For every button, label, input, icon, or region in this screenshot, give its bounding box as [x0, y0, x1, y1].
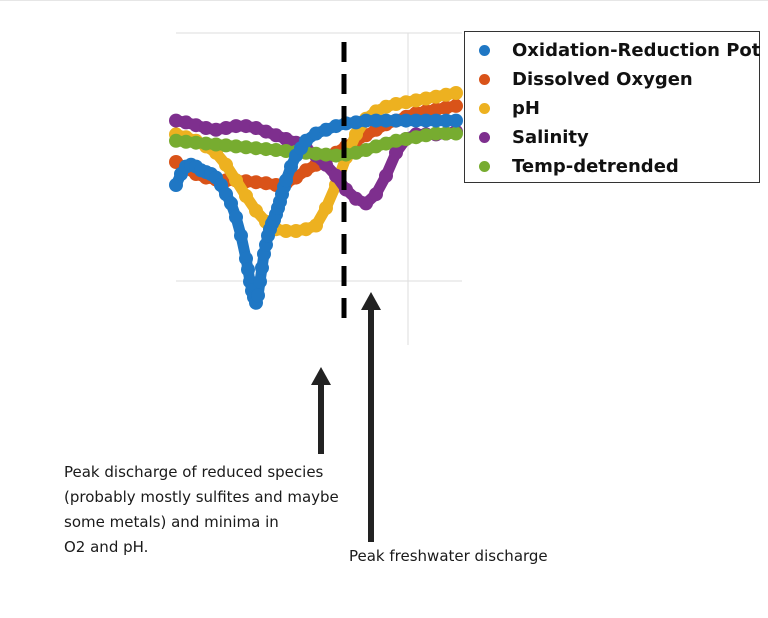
legend-marker-oxidation-reduction	[479, 44, 490, 56]
data-point-temp-detrended	[449, 126, 463, 141]
data-point-salinity	[329, 168, 343, 183]
data-point-temp-detrended	[189, 135, 203, 150]
data-point-oxidation-reduction-pot	[439, 113, 453, 128]
data-point-dissolved-oxygen	[449, 98, 463, 113]
data-point-oxidation-reduction-pot	[169, 178, 183, 192]
legend-marker-salinity	[479, 131, 490, 143]
data-point-temp-detrended	[179, 134, 193, 149]
grid-lines	[176, 32, 462, 345]
legend-label-dissolved-oxygen: Dissolved Oxygen	[512, 68, 693, 90]
legend-item-ph: pH	[479, 94, 540, 122]
data-point-oxidation-reduction-pot	[399, 113, 413, 128]
annotation-1-line-1: Peak discharge of reduced species	[64, 463, 324, 481]
legend-label-temp-detrended: Temp-detrended	[512, 155, 679, 177]
data-point-ph	[239, 189, 253, 203]
data-point-temp-detrended	[239, 140, 253, 155]
legend-label-ph: pH	[512, 97, 540, 119]
data-point-ph	[449, 86, 463, 100]
data-point-oxidation-reduction-pot	[229, 210, 243, 225]
data-point-oxidation-reduction-pot	[419, 113, 433, 128]
annotation-reduced-species: Peak discharge of reduced species (proba…	[64, 460, 374, 560]
data-point-oxidation-reduction-pot	[299, 133, 313, 148]
data-point-ph	[349, 127, 363, 142]
data-point-salinity	[319, 157, 333, 172]
data-point-ph	[229, 173, 243, 188]
legend-item-temp-detrended: Temp-detrended	[479, 152, 679, 180]
legend-item-salinity: Salinity	[479, 123, 589, 151]
legend-marker-temp-detrended	[479, 160, 490, 172]
arrow-freshwater	[361, 292, 381, 542]
legend: Oxidation-Reduction Pot Dissolved Oxygen…	[464, 31, 760, 183]
data-point-temp-detrended	[209, 137, 223, 152]
arrow-freshwater-head	[361, 292, 381, 310]
data-point-ph	[279, 224, 293, 238]
data-point-temp-detrended	[439, 126, 453, 141]
data-point-ph	[309, 218, 323, 233]
data-point-salinity	[389, 145, 403, 160]
data-point-salinity	[229, 119, 243, 134]
data-point-oxidation-reduction-pot	[253, 274, 267, 289]
data-point-oxidation-reduction-pot	[239, 251, 253, 266]
data-point-temp-detrended	[259, 142, 273, 157]
data-point-oxidation-reduction-pot	[279, 173, 293, 188]
data-point-ph	[319, 201, 333, 215]
annotation-1-line-3: some metals) and minima in	[64, 513, 279, 531]
arrow-reduced-species-head	[311, 367, 331, 385]
data-point-temp-detrended	[429, 126, 443, 141]
data-point-temp-detrended	[249, 141, 263, 156]
series-temp-detrended	[169, 126, 463, 163]
data-point-oxidation-reduction-pot	[251, 288, 265, 303]
data-point-oxidation-reduction-pot	[359, 113, 373, 128]
data-point-oxidation-reduction-pot	[389, 113, 403, 128]
series-layer	[169, 86, 463, 310]
data-point-oxidation-reduction-pot	[224, 196, 238, 211]
legend-item-oxidation-reduction: Oxidation-Reduction Pot	[479, 36, 760, 64]
data-point-oxidation-reduction-pot	[255, 260, 269, 275]
data-point-oxidation-reduction-pot	[409, 113, 423, 128]
annotation-1-line-4: O2 and pH.	[64, 538, 149, 556]
data-point-temp-detrended	[309, 146, 323, 161]
data-point-salinity	[369, 187, 383, 202]
data-point-oxidation-reduction-pot	[429, 113, 443, 128]
legend-label-salinity: Salinity	[512, 126, 589, 148]
data-point-oxidation-reduction-pot	[369, 113, 383, 128]
data-point-salinity	[379, 168, 393, 183]
data-point-salinity	[359, 196, 373, 211]
series-oxidation-reduction-pot	[169, 113, 463, 310]
annotation-2-line-1: Peak freshwater discharge	[349, 547, 548, 565]
data-point-oxidation-reduction-pot	[234, 228, 248, 243]
data-point-oxidation-reduction-pot	[379, 113, 393, 128]
data-point-ph	[219, 157, 233, 172]
data-point-oxidation-reduction-pot	[449, 113, 463, 128]
data-point-ph	[249, 203, 263, 218]
annotation-1-line-2: (probably mostly sulfites and maybe	[64, 488, 339, 506]
arrow-layer	[311, 292, 381, 542]
legend-marker-dissolved-oxygen	[479, 73, 490, 85]
data-point-oxidation-reduction-pot	[284, 159, 298, 174]
data-point-temp-detrended	[199, 136, 213, 151]
legend-marker-ph	[479, 102, 490, 114]
arrow-reduced-species	[311, 367, 331, 454]
annotation-freshwater: Peak freshwater discharge	[349, 544, 669, 569]
legend-item-dissolved-oxygen: Dissolved Oxygen	[479, 65, 693, 93]
data-point-oxidation-reduction-pot	[241, 262, 255, 277]
top-border	[0, 0, 768, 1]
data-point-temp-detrended	[229, 139, 243, 154]
legend-label-oxidation-reduction: Oxidation-Reduction Pot	[512, 39, 761, 61]
